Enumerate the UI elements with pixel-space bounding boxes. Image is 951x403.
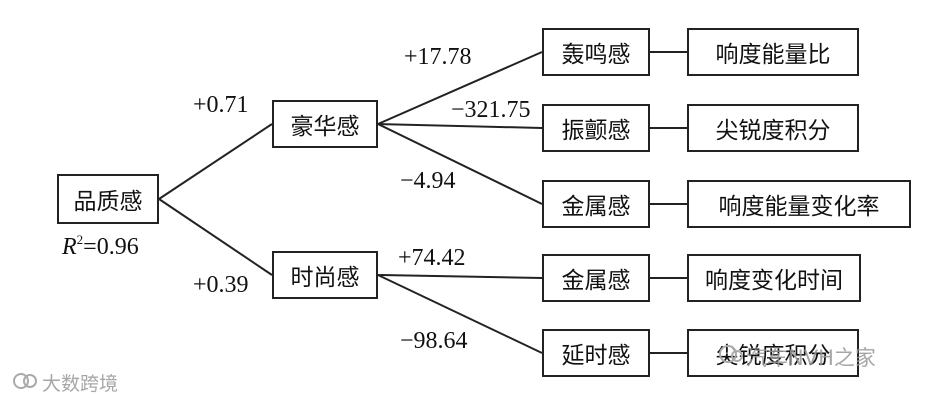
metric-node-sharpness-integral-2: 尖锐度积分 bbox=[687, 329, 859, 377]
leaf-node-metallic-2: 金属感 bbox=[542, 254, 650, 302]
metric-node-label: 响度能量比 bbox=[715, 42, 831, 68]
metric-node-label: 响度变化时间 bbox=[705, 268, 843, 294]
metric-node-loudness-energy-change-rate: 响度能量变化率 bbox=[687, 180, 911, 228]
leaf-node-delay: 延时感 bbox=[542, 329, 650, 377]
coef-delay: −98.64 bbox=[400, 328, 468, 354]
leaf-node-roar: 轰鸣感 bbox=[542, 28, 650, 76]
watermark-left-logo-icon bbox=[13, 373, 37, 389]
coef-vibration: −321.75 bbox=[451, 97, 531, 123]
edge-root-luxury bbox=[158, 123, 273, 200]
watermark-right-logo-icon bbox=[719, 345, 743, 363]
metric-node-sharpness-integral: 尖锐度积分 bbox=[687, 104, 859, 152]
r2-value: =0.96 bbox=[83, 234, 139, 260]
leaf-node-metallic-1: 金属感 bbox=[542, 180, 650, 228]
edge-luxury-metallic bbox=[377, 123, 543, 205]
metric-node-label: 响度能量变化率 bbox=[718, 194, 880, 220]
metric-node-loudness-energy-ratio: 响度能量比 bbox=[687, 28, 859, 76]
r-squared-label: R2=0.96 bbox=[62, 232, 139, 261]
leaf-node-label: 振颤感 bbox=[561, 118, 631, 144]
mid-node-label: 时尚感 bbox=[290, 265, 360, 291]
mid-node-fashion: 时尚感 bbox=[272, 251, 378, 299]
edge-root-fashion bbox=[158, 198, 273, 276]
root-node-quality: 品质感 bbox=[57, 174, 159, 224]
edge-fashion-delay bbox=[377, 274, 543, 354]
r2-exponent: 2 bbox=[76, 232, 84, 247]
leaf-node-label: 延时感 bbox=[561, 343, 631, 369]
mid-node-label: 豪华感 bbox=[290, 114, 360, 140]
metric-node-loudness-change-time: 响度变化时间 bbox=[687, 254, 861, 302]
coef-luxury: +0.71 bbox=[193, 92, 249, 118]
leaf-node-vibration: 振颤感 bbox=[542, 104, 650, 152]
r2-symbol: R bbox=[62, 234, 77, 260]
coef-metallic-2: +74.42 bbox=[398, 245, 466, 271]
watermark-right: 汽车NVH之家 bbox=[746, 346, 876, 370]
metric-node-label: 尖锐度积分 bbox=[715, 343, 831, 369]
mid-node-luxury: 豪华感 bbox=[272, 100, 378, 148]
coef-metallic-1: −4.94 bbox=[400, 168, 456, 194]
root-node-label: 品质感 bbox=[73, 189, 143, 215]
leaf-node-label: 金属感 bbox=[561, 194, 631, 220]
watermark-left: 大数跨境 bbox=[42, 373, 119, 395]
edge-fashion-metallic bbox=[377, 274, 543, 279]
coef-roar: +17.78 bbox=[404, 44, 472, 70]
metric-node-label: 尖锐度积分 bbox=[715, 118, 831, 144]
coef-fashion: +0.39 bbox=[193, 272, 249, 298]
edge-luxury-roar bbox=[377, 51, 543, 125]
leaf-node-label: 金属感 bbox=[561, 268, 631, 294]
leaf-node-label: 轰鸣感 bbox=[561, 42, 631, 68]
edge-luxury-vibration bbox=[377, 123, 543, 129]
